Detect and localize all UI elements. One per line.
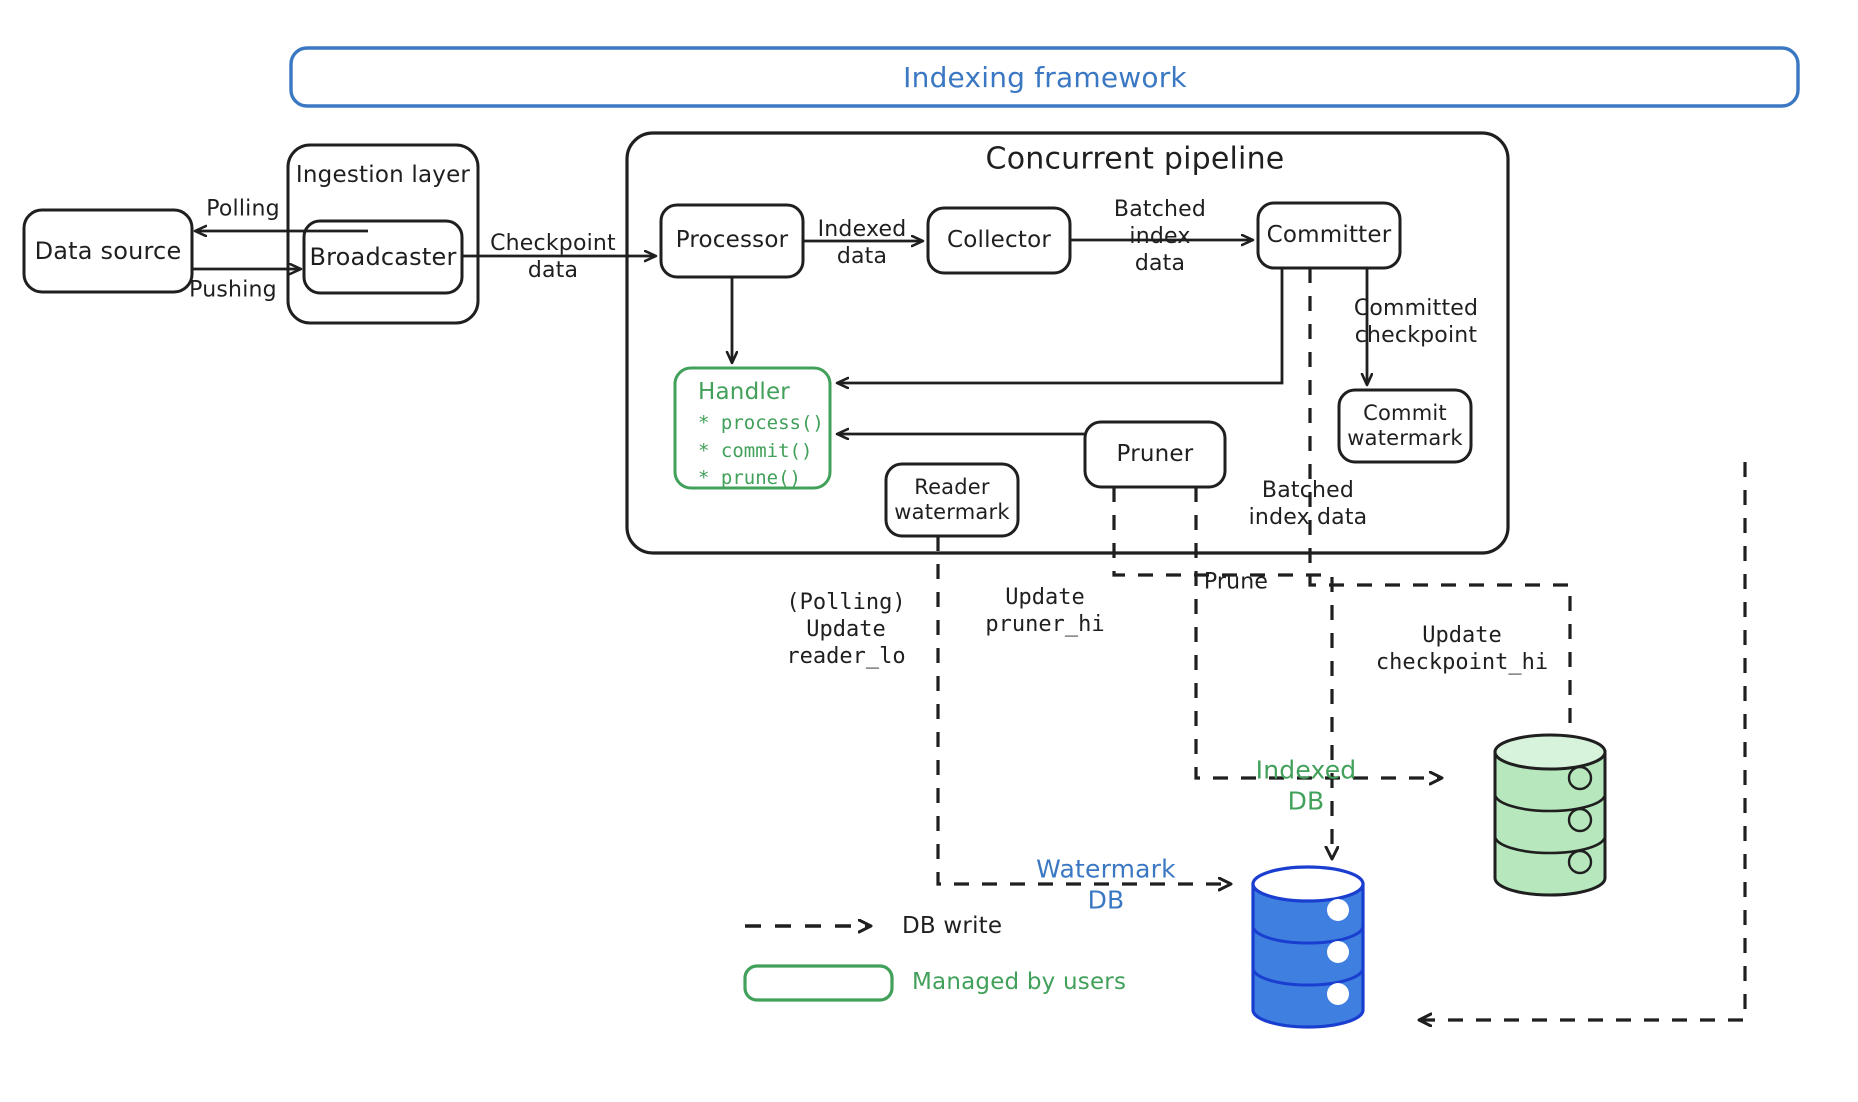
committer-label: Committer bbox=[1266, 221, 1392, 248]
handler-method-process: * process() bbox=[698, 412, 824, 434]
commit-watermark-label: Commit watermark bbox=[1347, 400, 1463, 450]
data-source-label: Data source bbox=[34, 236, 182, 265]
concurrent-pipeline-group bbox=[625, 131, 1510, 555]
edge-committer-indexed-db-write bbox=[1308, 268, 1570, 752]
committer-box[interactable] bbox=[1256, 201, 1402, 270]
collector-label: Collector bbox=[946, 226, 1052, 253]
edge-prune-db-write bbox=[1194, 487, 1441, 778]
indexing-framework-banner bbox=[289, 46, 1800, 108]
indexed-db-cylinder[interactable] bbox=[1493, 733, 1607, 897]
reader-watermark-box[interactable] bbox=[884, 462, 1020, 538]
reader-watermark-label: Reader watermark bbox=[894, 474, 1010, 524]
handler-methods: * process() * commit() * prune() bbox=[698, 410, 824, 493]
broadcaster-label: Broadcaster bbox=[309, 242, 457, 271]
pruner-label: Pruner bbox=[1116, 440, 1194, 467]
edge-pruner-update-db-write bbox=[1112, 487, 1332, 858]
ingestion-layer-group bbox=[286, 143, 480, 325]
legend-green-box-icon bbox=[743, 964, 894, 1002]
processor-label: Processor bbox=[675, 227, 789, 254]
commit-watermark-box[interactable] bbox=[1337, 388, 1473, 464]
handler-box[interactable] bbox=[673, 366, 832, 490]
pruner-box[interactable] bbox=[1083, 420, 1227, 489]
handler-method-prune: * prune() bbox=[698, 467, 801, 490]
data-source-box[interactable] bbox=[22, 208, 194, 294]
watermark-db-cylinder[interactable] bbox=[1251, 865, 1365, 1029]
handler-method-commit: * commit() bbox=[698, 439, 813, 462]
edge-reader-watermark-db-write bbox=[936, 536, 1230, 884]
edge-committer-to-handler bbox=[838, 268, 1284, 383]
